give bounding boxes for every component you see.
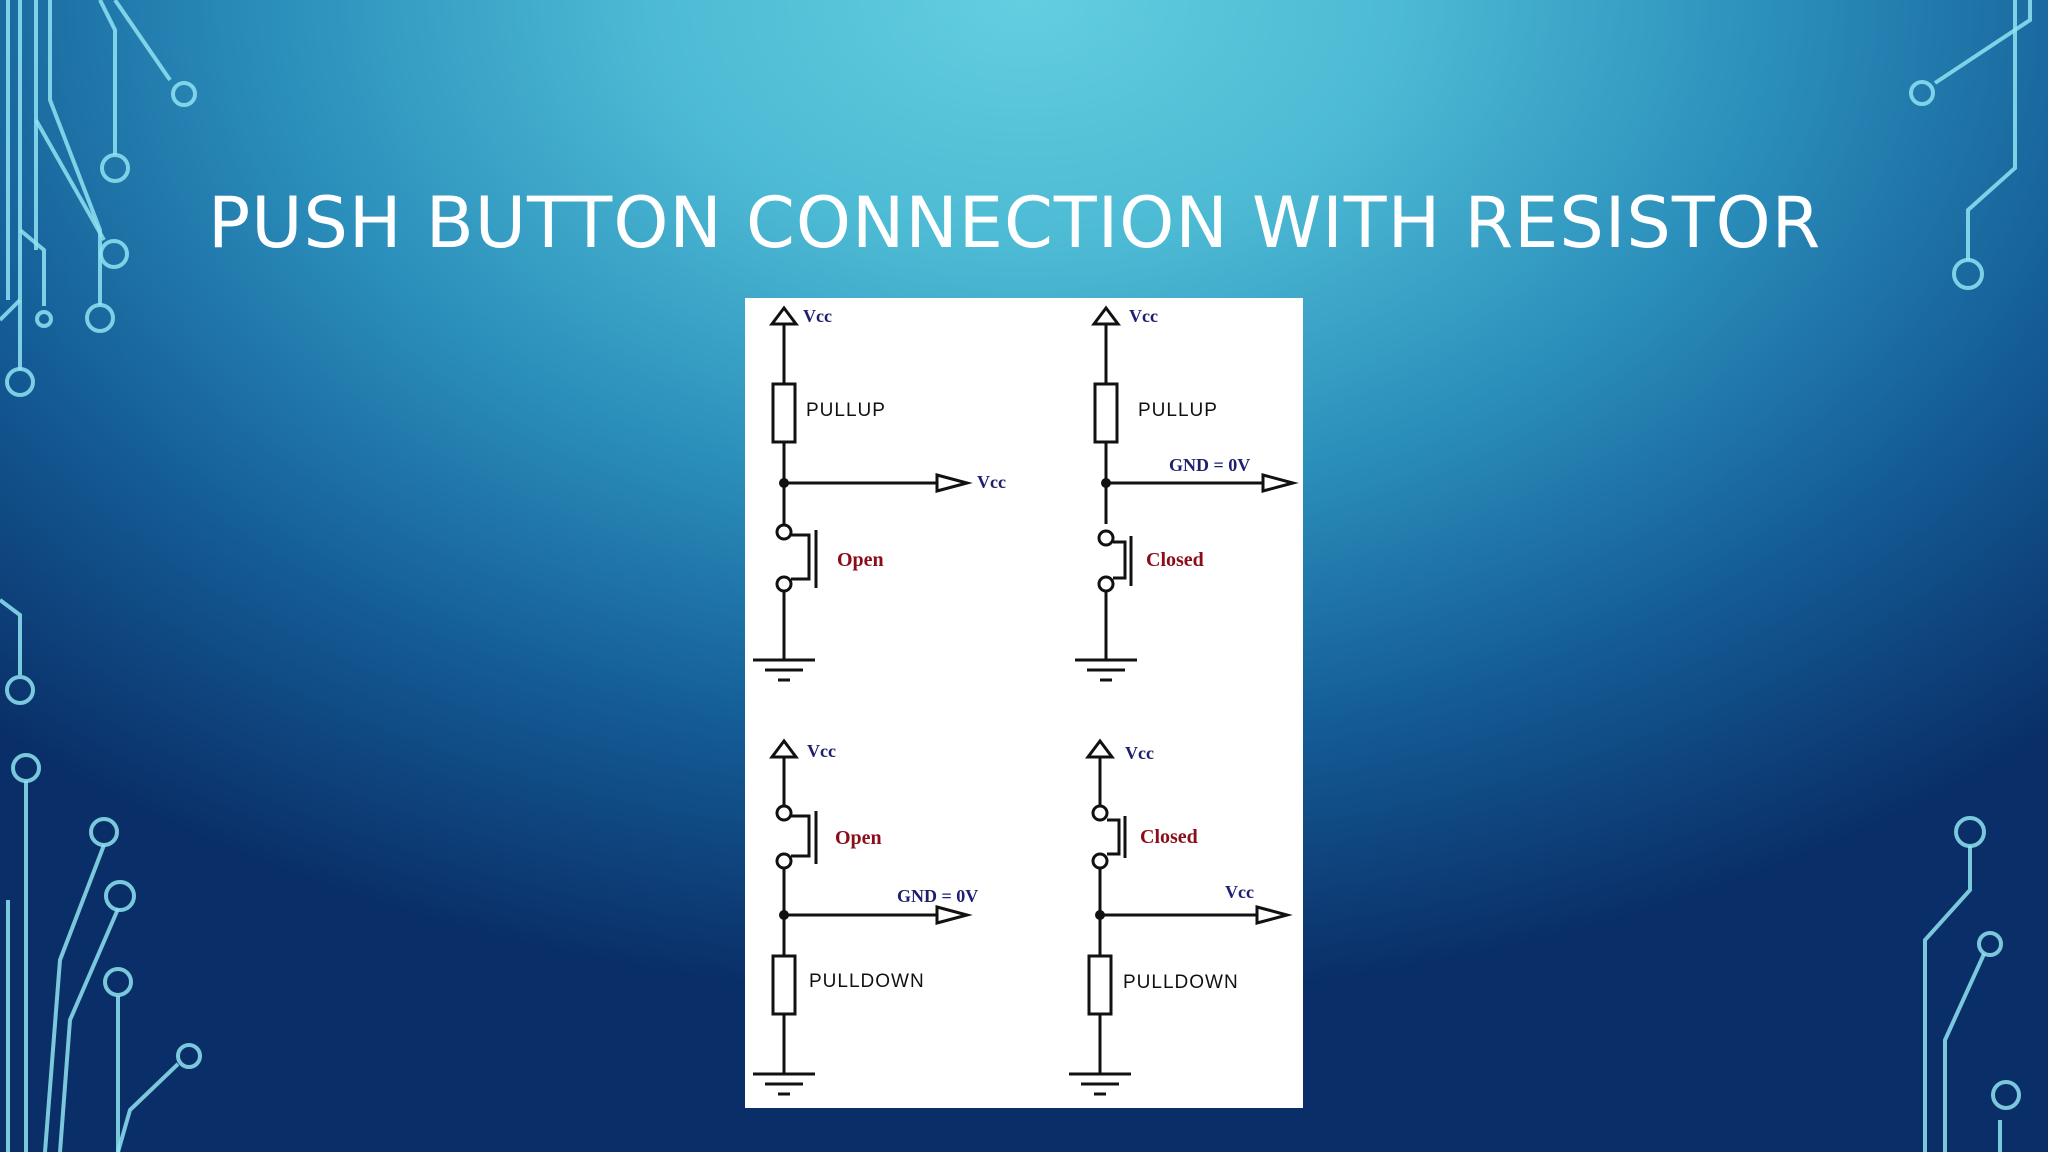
push-button-icon <box>775 804 818 870</box>
diagram-panel: Vcc PULLUP Vcc Open <box>745 298 1303 1108</box>
supply-label: Vcc <box>1125 743 1154 763</box>
output-arrow-icon <box>935 905 973 925</box>
output-label: GND = 0V <box>897 886 978 906</box>
vcc-arrow-icon <box>1085 738 1115 806</box>
circuit-pullup-closed: Vcc PULLUP GND = 0V Closed <box>1075 305 1299 682</box>
resistor-label: PULLUP <box>1138 400 1218 421</box>
output-label: Vcc <box>977 472 1006 492</box>
switch-state-label: Open <box>835 827 882 849</box>
output-arrow-icon <box>935 473 973 493</box>
vcc-arrow-icon <box>769 305 799 384</box>
push-button-icon <box>1097 529 1133 593</box>
output-arrow-icon <box>1261 473 1299 493</box>
ground-icon <box>753 1072 815 1096</box>
resistor-icon <box>1087 954 1113 1016</box>
resistor-label: PULLDOWN <box>1123 972 1239 993</box>
switch-state-label: Closed <box>1140 826 1198 848</box>
switch-state-label: Closed <box>1146 549 1204 571</box>
supply-label: Vcc <box>807 741 836 761</box>
output-arrow-icon <box>1255 905 1293 925</box>
circuit-pulldown-open: Vcc Open GND = 0V PULLDOWN <box>753 738 978 1096</box>
resistor-label: PULLDOWN <box>809 971 925 992</box>
push-button-icon <box>775 523 818 593</box>
ground-icon <box>1075 658 1137 682</box>
supply-label: Vcc <box>1129 306 1158 326</box>
resistor-icon <box>1093 382 1119 444</box>
ground-icon <box>753 658 815 682</box>
output-label: GND = 0V <box>1169 455 1250 475</box>
resistor-icon <box>771 382 797 444</box>
resistor-label: PULLUP <box>806 400 886 421</box>
circuit-pulldown-closed: Vcc Closed Vcc PULLDOWN <box>1069 738 1293 1096</box>
supply-label: Vcc <box>803 306 832 326</box>
push-button-icon <box>1091 804 1127 870</box>
ground-icon <box>1069 1072 1131 1096</box>
output-label: Vcc <box>1225 882 1254 902</box>
resistor-icon <box>771 954 797 1016</box>
circuit-pullup-open: Vcc PULLUP Vcc Open <box>753 305 1006 682</box>
circuit-diagram: Vcc PULLUP Vcc Open <box>753 305 1299 1096</box>
vcc-arrow-icon <box>769 738 799 806</box>
switch-state-label: Open <box>837 549 884 571</box>
vcc-arrow-icon <box>1091 305 1121 384</box>
slide-title: PUSH BUTTON CONNECTION WITH RESISTOR <box>208 182 1822 264</box>
